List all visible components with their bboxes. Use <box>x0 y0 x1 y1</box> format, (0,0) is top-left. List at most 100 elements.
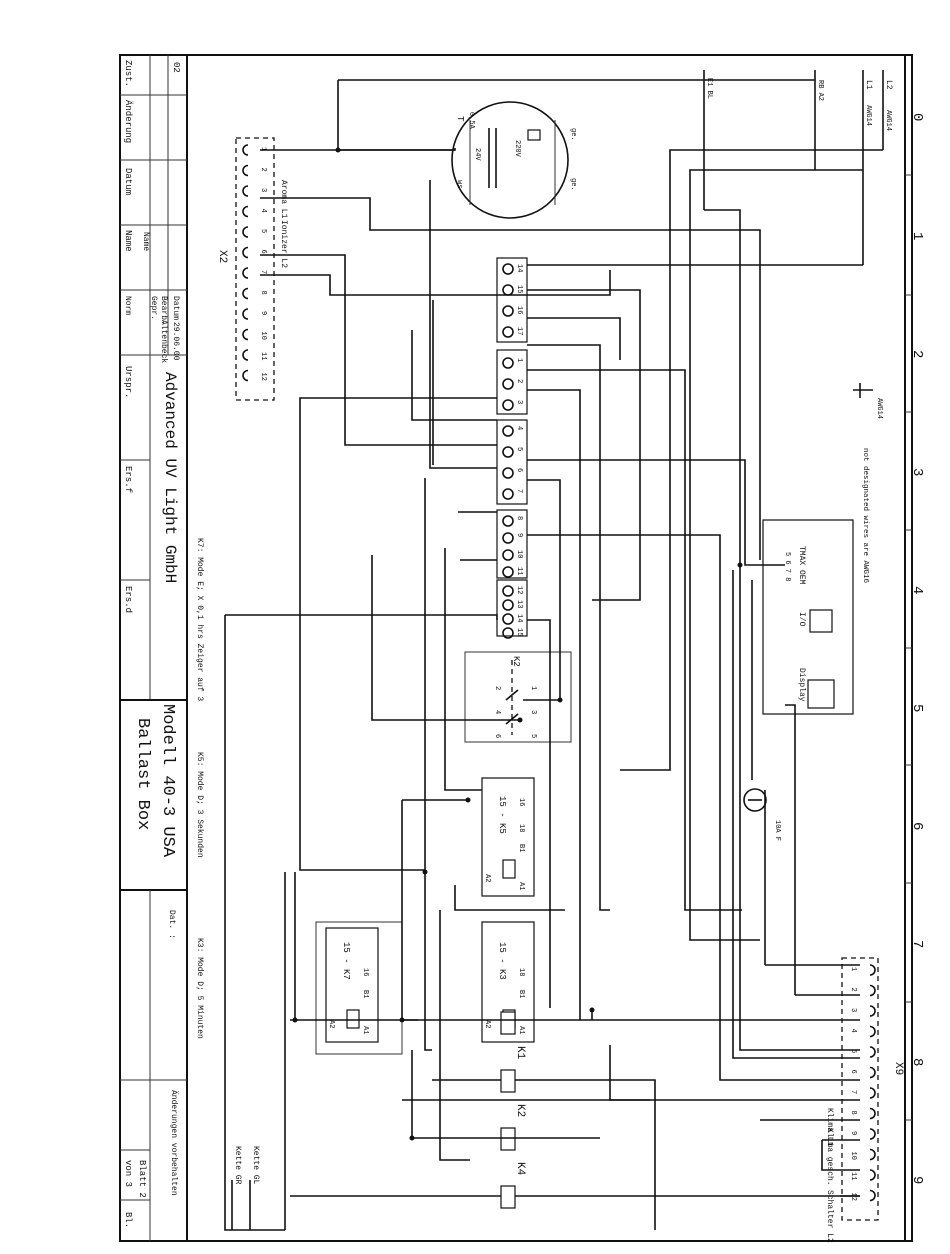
col-2: 2 <box>909 350 925 358</box>
terminal-screw <box>502 263 514 275</box>
x9-pin-symbol <box>869 1148 876 1161</box>
k7-a2: A2 <box>327 1020 335 1028</box>
k7-label: 15 - K7 <box>341 942 351 980</box>
x9-pin-symbol <box>869 964 876 976</box>
x2-pin-symbol <box>242 185 249 197</box>
k2-contact-block: K2 <box>464 651 572 743</box>
k2-contacts-label: K2 <box>511 656 521 667</box>
terminal-screw <box>502 378 514 390</box>
terminal-number: 5 <box>515 447 523 451</box>
terminal-number: 4 <box>515 426 523 430</box>
x2-pin-number: 7 <box>259 270 267 274</box>
x2-pin-number: 5 <box>259 229 267 233</box>
x9-pin-symbol <box>869 1189 876 1202</box>
x2-pin-symbol <box>242 164 249 177</box>
transformer-ge1: ge. <box>569 128 577 141</box>
terminal-screw <box>502 515 514 527</box>
x9-pin-symbol <box>869 1107 876 1120</box>
ers-f-label: Ers.f <box>123 466 133 493</box>
bearb-label: Bearb. <box>159 296 168 325</box>
x9-pin-number: 5 <box>849 1049 857 1053</box>
terminal-number: 15 <box>515 628 523 636</box>
terminal-screw <box>502 599 514 611</box>
k3-label: 15 - K3 <box>497 942 507 980</box>
transformer-label: T <box>455 116 465 122</box>
bearb-value: Altenbeck <box>159 320 168 363</box>
k2-pin-top: 3 <box>529 710 537 714</box>
datum-label: Datum <box>171 296 180 320</box>
col-4: 4 <box>909 586 925 594</box>
terminal-number: 12 <box>515 586 523 594</box>
tmax-io: I/O <box>797 612 806 627</box>
terminal-screw <box>502 585 514 597</box>
e1-bl-label: E1 BL <box>705 78 713 99</box>
coils: K1 K2 K4 <box>500 1011 526 1209</box>
x9-pin-number: 6 <box>849 1070 857 1074</box>
x9-label: X9 <box>892 1062 904 1075</box>
k3-a2: A2 <box>483 1020 491 1028</box>
x2-pin-number: 6 <box>259 250 267 254</box>
col-6: 6 <box>909 822 925 830</box>
von-label: von 3 <box>123 1160 133 1187</box>
k7-b1: B1 <box>361 990 369 998</box>
x9-pin-symbol <box>869 1005 876 1017</box>
col-1: 1 <box>909 232 925 240</box>
terminal-screw <box>502 532 514 544</box>
x2-pin-symbol <box>242 205 249 218</box>
x2-pin-number: 1 <box>259 147 267 151</box>
transformer-ws: ws <box>455 180 463 188</box>
terminal-number: 14 <box>515 264 523 272</box>
k5-label: 15 - K5 <box>497 796 507 834</box>
terminal-screw <box>502 467 514 479</box>
awg14-c-label: AWG14 <box>875 398 883 419</box>
k2-pin-bottom: 4 <box>493 710 501 714</box>
x9-pin-number: 9 <box>849 1131 857 1135</box>
gepr-label: Gepr. <box>149 296 158 320</box>
col-9: 9 <box>909 1176 925 1184</box>
terminal-number: 13 <box>515 600 523 608</box>
terminal-number: 10 <box>515 550 523 558</box>
terminal-number: 8 <box>515 516 523 520</box>
column-ruler: 0 1 2 3 4 5 6 7 8 9 <box>905 113 925 1184</box>
note-k7: K7: Mode E; X 0,1 hrs Zeiger auf 3 <box>195 538 204 701</box>
klima-gesch-label: Klima gesch. <box>825 1128 834 1186</box>
x2-pin-symbol <box>242 349 249 361</box>
x2-pin-symbol <box>242 369 249 382</box>
terminal-number: 17 <box>515 327 523 335</box>
col-3: 3 <box>909 468 925 476</box>
name2-label: Name <box>123 230 133 252</box>
x9-pin-number: 8 <box>849 1111 857 1115</box>
k5-16: 16 <box>517 798 525 806</box>
x9-pin-number: 2 <box>849 988 857 992</box>
tmax-pins: 5 6 7 8 <box>783 552 791 581</box>
x2-pin-symbol <box>242 267 249 279</box>
terminal-screw <box>502 446 514 458</box>
k7-16: 16 <box>361 968 369 976</box>
k4-label: K4 <box>514 1162 526 1176</box>
x2-pin-symbol <box>242 308 249 320</box>
k5-b1: B1 <box>517 844 525 852</box>
k2-pin-bottom: 2 <box>493 686 501 690</box>
transformer: 220V 24V 0,5A T ge. ge. ws <box>451 101 577 219</box>
k1-label: K1 <box>514 1046 526 1060</box>
terminal-number: 2 <box>515 379 523 383</box>
schalter-label: Schalter L2 <box>825 1190 834 1243</box>
terminal-number: 3 <box>515 400 523 404</box>
klima-l1-label: Klima L1 <box>825 1108 834 1147</box>
k2-pin-top: 5 <box>529 734 537 738</box>
terminal-screw <box>502 425 514 437</box>
x2-pin-symbol <box>242 144 249 156</box>
notice-label: Änderungen vorbehalten <box>169 1090 178 1196</box>
x9-pin-symbol <box>869 984 876 997</box>
kette-gr: Kette GR <box>233 1146 242 1185</box>
model-name: Modell 40-3 USA <box>158 704 177 858</box>
notes: K7: Mode E; X 0,1 hrs Zeiger auf 3 K5: M… <box>195 538 260 1185</box>
terminal-number: 9 <box>515 533 523 537</box>
product-name: Ballast Box <box>133 718 152 830</box>
ionizer-label: Ionizer L2 <box>279 220 288 268</box>
x2-pin-number: 9 <box>259 311 267 315</box>
terminal-screw <box>502 613 514 625</box>
